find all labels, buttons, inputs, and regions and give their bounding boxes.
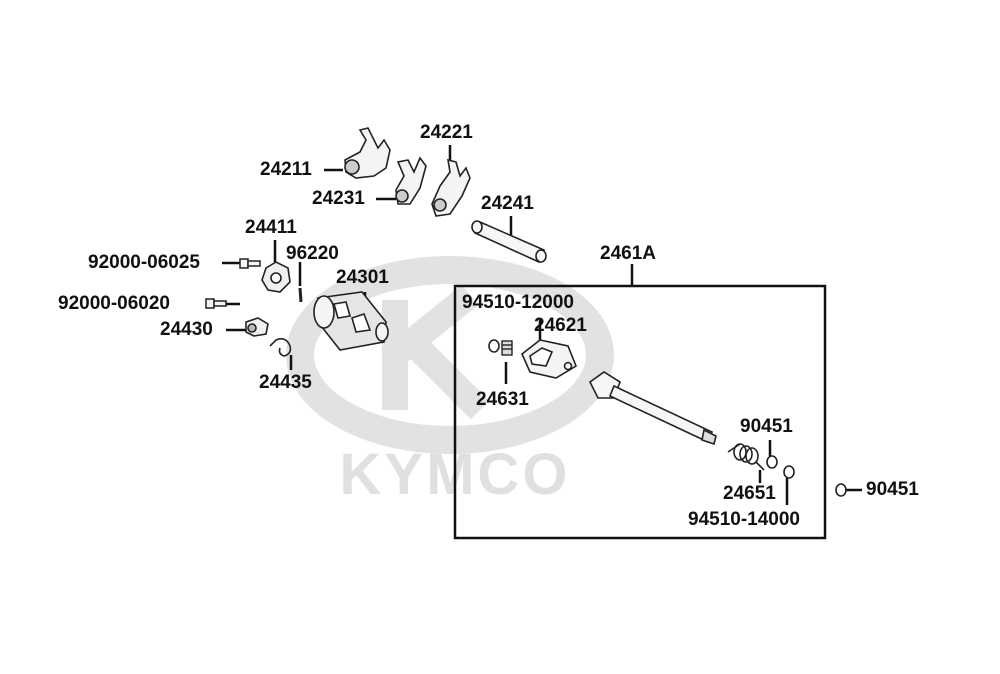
label-2461A: 2461A bbox=[600, 243, 656, 264]
label-96220: 96220 bbox=[286, 243, 339, 264]
part-bolt-92000-06020 bbox=[205, 298, 227, 309]
part-stopper-24430 bbox=[245, 317, 269, 337]
label-24411: 24411 bbox=[245, 217, 297, 238]
label-90451-outer: 90451 bbox=[866, 479, 919, 500]
kymco-watermark-logo bbox=[286, 256, 614, 454]
label-24301: 24301 bbox=[336, 267, 389, 288]
part-plate-24621 bbox=[521, 339, 577, 379]
part-clip-94510-14000 bbox=[783, 465, 795, 479]
part-fork-shaft-24241 bbox=[471, 220, 547, 264]
part-spring-24435 bbox=[269, 338, 292, 357]
label-24241: 24241 bbox=[481, 193, 534, 214]
part-washer-90451-inner bbox=[766, 455, 778, 469]
part-spring-24651 bbox=[727, 443, 765, 471]
part-plate-24411 bbox=[261, 261, 291, 293]
label-92000-06020: 92000-06020 bbox=[58, 293, 170, 314]
part-spring-24631 bbox=[501, 340, 513, 356]
part-pin-96220 bbox=[298, 287, 303, 303]
label-94510-12000: 94510-12000 bbox=[462, 292, 574, 313]
label-24631: 24631 bbox=[476, 389, 529, 410]
group-box-2461A bbox=[453, 284, 827, 540]
label-24651: 24651 bbox=[723, 483, 776, 504]
part-clip-94510-12000 bbox=[488, 339, 500, 353]
label-90451-inner: 90451 bbox=[740, 416, 793, 437]
label-24621: 24621 bbox=[534, 315, 587, 336]
part-bolt-92000-06025 bbox=[239, 258, 261, 269]
part-shift-fork-24231 bbox=[395, 156, 427, 205]
kymco-watermark-text: KYMCO bbox=[340, 442, 571, 507]
part-shift-fork-24211 bbox=[344, 127, 391, 179]
label-24231: 24231 bbox=[312, 188, 365, 209]
label-24435: 24435 bbox=[259, 372, 312, 393]
label-24211: 24211 bbox=[260, 159, 312, 180]
label-92000-06025: 92000-06025 bbox=[88, 252, 200, 273]
label-24221: 24221 bbox=[420, 122, 473, 143]
label-24430: 24430 bbox=[160, 319, 213, 340]
label-94510-14000: 94510-14000 bbox=[688, 509, 800, 530]
part-washer-90451-outer bbox=[835, 483, 847, 497]
part-shift-fork-24221 bbox=[431, 158, 471, 217]
part-shift-drum-24301 bbox=[313, 291, 389, 351]
part-shift-shaft bbox=[588, 371, 717, 446]
